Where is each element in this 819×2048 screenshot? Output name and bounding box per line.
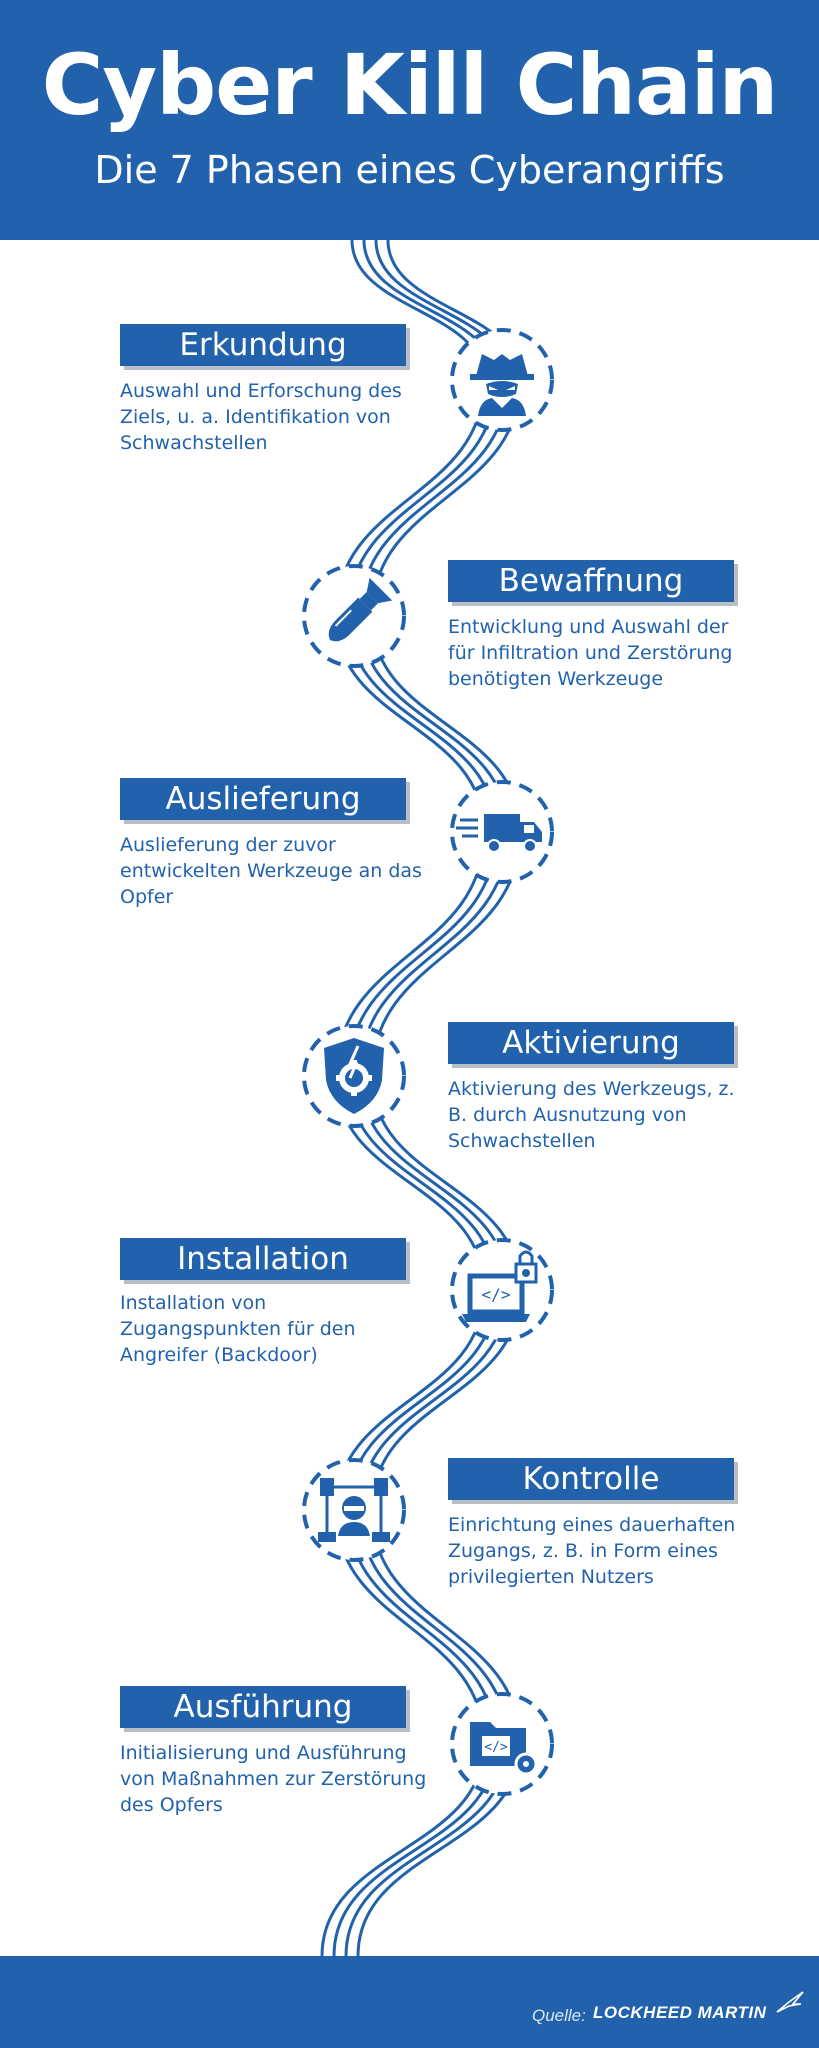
source-label: Quelle:: [532, 2006, 586, 2025]
shield-gear-icon: [298, 1020, 410, 1132]
stage-description-erkundung: Auswahl und Erforschung des Ziels, u. a.…: [120, 380, 402, 454]
svg-text:</>: </>: [484, 1740, 508, 1755]
lockheed-star-icon: [776, 1991, 804, 2013]
page-subtitle: Die 7 Phasen eines Cyberangriffs: [94, 148, 725, 192]
stage-description-ausfuehrung: Initialisierung und Ausführung von Maßna…: [120, 1742, 427, 1816]
stage-description-kontrolle: Einrichtung eines dauerhaften Zugangs, z…: [448, 1514, 736, 1588]
delivery-truck-icon: [446, 776, 558, 888]
stage-title-erkundung: Erkundung: [120, 324, 406, 366]
stage-description-installation: Installation von Zugangspunkten für den …: [120, 1292, 356, 1366]
stage-title-ausfuehrung: Ausführung: [120, 1686, 406, 1728]
footer-banner: [0, 1956, 819, 2048]
stage-description-bewaffnung: Entwicklung und Auswahl der für Infiltra…: [448, 616, 733, 690]
network-hacker-icon: [298, 1454, 410, 1566]
header-banner: Cyber Kill Chain Die 7 Phasen eines Cybe…: [0, 0, 819, 240]
stage-title-bewaffnung: Bewaffnung: [448, 560, 734, 602]
page-title: Cyber Kill Chain: [41, 36, 779, 134]
stage-title-aktivierung: Aktivierung: [448, 1022, 734, 1064]
missile-icon: [298, 560, 410, 672]
brand-name: LOCKHEED MARTIN: [593, 2003, 767, 2022]
stage-title-auslieferung: Auslieferung: [120, 778, 406, 820]
hacker-icon: [446, 324, 558, 436]
stage-title-kontrolle: Kontrolle: [448, 1458, 734, 1500]
svg-text:</>: </>: [482, 1285, 511, 1304]
stage-description-auslieferung: Auslieferung der zuvor entwickelten Werk…: [120, 834, 422, 908]
stage-description-aktivierung: Aktivierung des Werkzeugs, z. B. durch A…: [448, 1078, 735, 1152]
laptop-lock-icon: </>: [446, 1234, 558, 1346]
stage-title-installation: Installation: [120, 1238, 406, 1280]
folder-code-gear-icon: </>: [446, 1688, 558, 1800]
